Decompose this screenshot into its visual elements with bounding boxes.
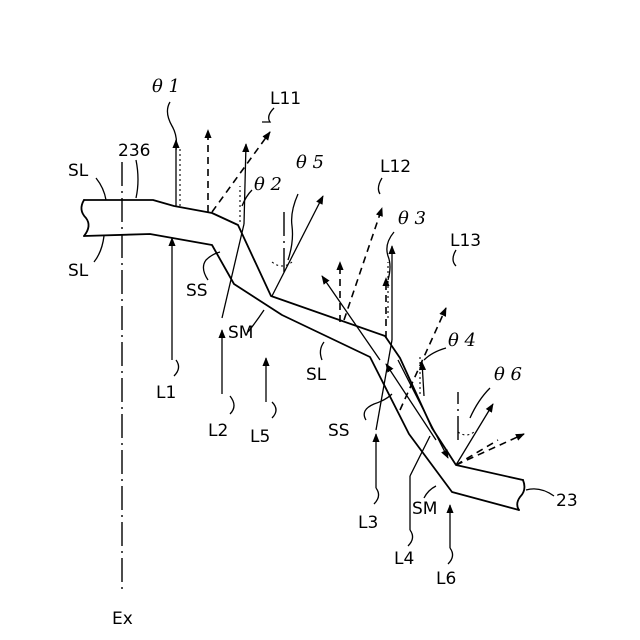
label-l5: L5 bbox=[250, 427, 270, 447]
label-l12: L12 bbox=[380, 157, 411, 177]
leader-l6 bbox=[448, 548, 453, 564]
label-theta2: θ 2 bbox=[254, 174, 282, 195]
label-ss-right: SS bbox=[328, 421, 350, 441]
leader-l5 bbox=[272, 402, 276, 418]
label-sm-right: SM bbox=[412, 499, 437, 519]
plate-right-break bbox=[517, 480, 524, 510]
beam-l4-inner bbox=[410, 436, 430, 476]
leader-sm-right bbox=[424, 486, 436, 498]
leader-sl-middle bbox=[320, 342, 324, 360]
label-sl-middle: SL bbox=[306, 365, 327, 385]
label-l11: L11 bbox=[270, 89, 301, 109]
label-l1: L1 bbox=[156, 383, 176, 403]
label-l4: L4 bbox=[394, 549, 414, 569]
label-theta6: θ 6 bbox=[494, 364, 522, 385]
beam-refract-theta5 bbox=[272, 196, 323, 296]
label-sm-left: SM bbox=[228, 323, 253, 343]
leader-l1 bbox=[174, 360, 179, 376]
label-theta3: θ 3 bbox=[398, 208, 426, 229]
beam-l2-inner bbox=[222, 224, 244, 318]
leader-236 bbox=[136, 160, 138, 198]
leader-l2 bbox=[230, 396, 234, 414]
leader-l11 bbox=[262, 108, 274, 122]
label-l2: L2 bbox=[208, 421, 228, 441]
beam-dashed-l11 bbox=[212, 132, 270, 212]
label-l3: L3 bbox=[358, 513, 378, 533]
label-sl-top: SL bbox=[68, 161, 89, 181]
label-theta4: θ 4 bbox=[448, 330, 476, 351]
beam-l4-exit bbox=[422, 362, 424, 396]
beam-dashed-l12 bbox=[344, 208, 382, 320]
leader-23 bbox=[526, 489, 554, 496]
label-ss-left: SS bbox=[186, 281, 208, 301]
leader-l13 bbox=[453, 250, 456, 266]
beam-refract-theta6 bbox=[456, 404, 493, 465]
beam-l2-exit bbox=[244, 144, 246, 224]
leader-sl-bottom bbox=[94, 236, 104, 262]
label-l13: L13 bbox=[450, 231, 481, 251]
label-sl-bottom: SL bbox=[68, 261, 89, 281]
label-l6: L6 bbox=[436, 569, 456, 589]
label-theta5: θ 5 bbox=[296, 152, 324, 173]
beam-dashed-mid bbox=[456, 440, 498, 465]
leader-l3 bbox=[374, 488, 379, 504]
beam-l3-inner bbox=[376, 340, 392, 430]
beam-dashed-l13 bbox=[400, 308, 446, 410]
leader-theta2 bbox=[242, 190, 252, 206]
leader-theta1 bbox=[167, 102, 176, 150]
label-ex: Ex bbox=[112, 609, 133, 629]
leader-theta5 bbox=[288, 194, 298, 260]
arc-theta6 bbox=[458, 432, 474, 435]
leader-sl-top bbox=[96, 178, 106, 200]
plate-left-break bbox=[81, 200, 88, 236]
label-theta1: θ 1 bbox=[152, 76, 180, 97]
leader-l12 bbox=[378, 178, 382, 194]
leader-l4 bbox=[408, 530, 413, 546]
label-23: 23 bbox=[556, 491, 578, 511]
beam-dashed-right bbox=[456, 434, 524, 465]
plate-bottom-surface bbox=[84, 234, 519, 510]
label-236: 236 bbox=[118, 141, 150, 161]
